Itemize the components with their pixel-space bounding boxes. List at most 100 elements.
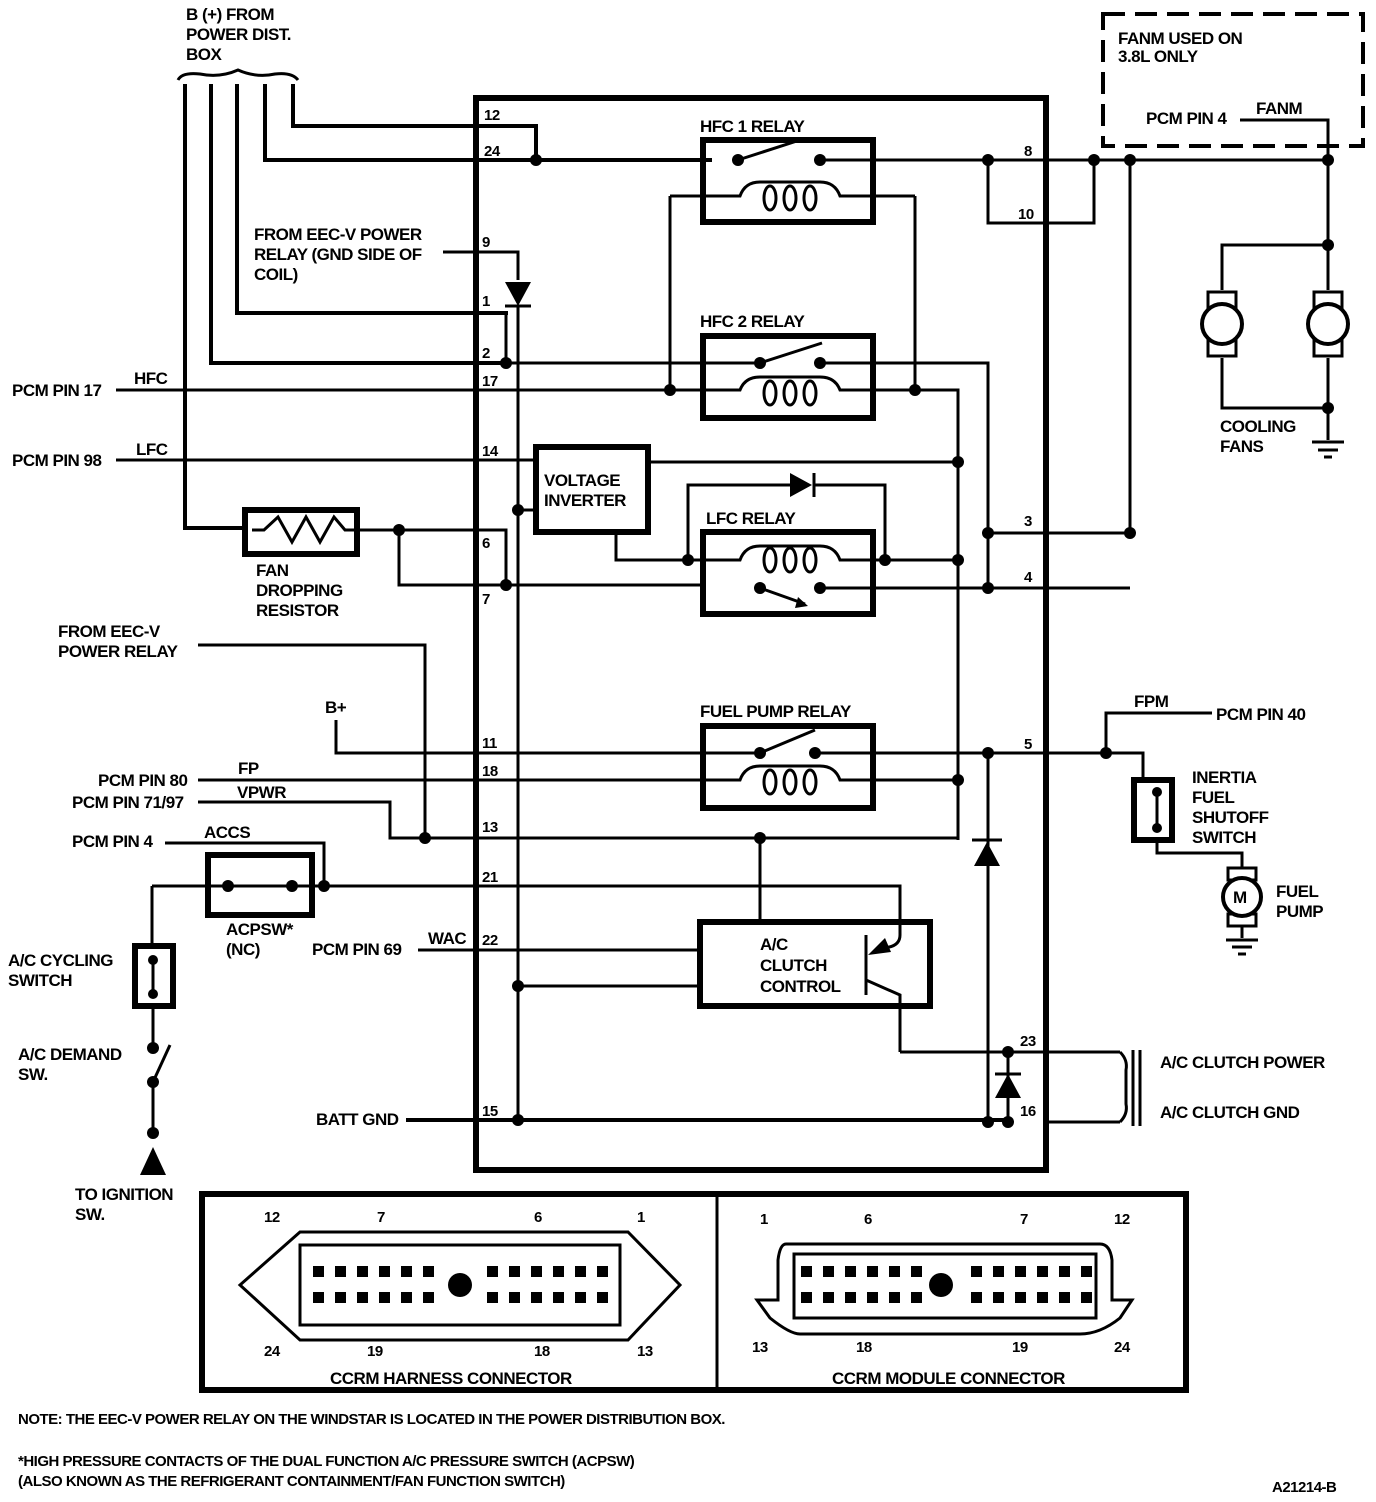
- svg-text:13: 13: [482, 819, 498, 836]
- connector-pin: [487, 1266, 498, 1277]
- harness-pin-label: 24: [264, 1343, 281, 1360]
- harness-pin-label: 19: [367, 1343, 383, 1360]
- ac-demand-switch: [151, 1044, 172, 1083]
- connector-pin: [335, 1292, 346, 1303]
- connector-pin: [801, 1292, 812, 1303]
- connector-pin: [357, 1266, 368, 1277]
- fuel-pump-motor-icon: M: [1221, 866, 1263, 928]
- module-pin-label: 19: [1012, 1339, 1028, 1356]
- module-pin-label: 6: [864, 1211, 872, 1228]
- fan-dropping-resistor-label: FAN: [256, 561, 289, 580]
- batt-gnd-label: BATT GND: [316, 1110, 399, 1129]
- coil-icon: [670, 180, 915, 212]
- connector-pin: [553, 1292, 564, 1303]
- lfc-signal-label: LFC: [136, 440, 168, 459]
- pin-numbers: 12 24 9 1 2 17 14 6 7 11 18 13 21 22 15 …: [482, 107, 1036, 1120]
- from-eec-gnd-label: COIL): [254, 265, 298, 284]
- svg-text:3: 3: [1024, 513, 1032, 530]
- connector-pin: [889, 1292, 900, 1303]
- fuel-pump-label: FUEL: [1276, 882, 1319, 901]
- inertia-switch-label: FUEL: [1192, 788, 1235, 807]
- coil-icon: [116, 375, 960, 840]
- lfc-relay-label: LFC RELAY: [706, 509, 796, 528]
- fanm-signal: FANM: [1256, 99, 1303, 118]
- to-ignition-sw-label: SW.: [75, 1205, 105, 1224]
- cooling-fan-motor-icon: [1200, 290, 1244, 358]
- connector-pin: [1081, 1292, 1092, 1303]
- fp-signal-label: FP: [238, 759, 259, 778]
- from-eec-gnd-label: FROM EEC-V POWER: [254, 225, 422, 244]
- fanm-note: 3.8L ONLY: [1118, 47, 1199, 66]
- svg-text:1: 1: [482, 293, 490, 310]
- from-eec-gnd-label: RELAY (GND SIDE OF: [254, 245, 422, 264]
- ccrm-module-connector: 1 6 7 12 13 18 19 24 CCRM MODULE CONNECT…: [752, 1211, 1135, 1388]
- connector-pin: [379, 1292, 390, 1303]
- module-pin-label: 12: [1114, 1211, 1130, 1228]
- svg-text:9: 9: [482, 234, 490, 251]
- hfc2-relay-label: HFC 2 RELAY: [700, 312, 806, 331]
- connector-pin: [509, 1292, 520, 1303]
- wire-feed-c: [235, 84, 508, 315]
- connector-pin: [971, 1266, 982, 1277]
- from-eec-power-relay-label: POWER RELAY: [58, 642, 179, 661]
- ac-demand-sw-label: A/C DEMAND: [18, 1045, 122, 1064]
- connector-pin: [867, 1266, 878, 1277]
- module-pin-label: 24: [1114, 1339, 1131, 1356]
- connector-pin: [1081, 1266, 1092, 1277]
- pcm-pin-69-label: PCM PIN 69: [312, 940, 402, 959]
- harness-pin-label: 6: [534, 1209, 542, 1226]
- fuel-pump-relay-label: FUEL PUMP RELAY: [700, 702, 852, 721]
- connector-pin: [531, 1266, 542, 1277]
- switch-contact-icon: [759, 728, 816, 755]
- wire-feed-a: [183, 84, 247, 530]
- connector-panel: [199, 1191, 1189, 1393]
- fuel-pump-label: PUMP: [1276, 902, 1323, 921]
- fanm-note: FANM USED ON: [1118, 29, 1243, 48]
- svg-text:10: 10: [1018, 206, 1034, 223]
- connector-pin: [911, 1266, 922, 1277]
- cooling-fans-label: COOLING: [1220, 417, 1296, 436]
- hfc-signal-label: HFC: [134, 369, 168, 388]
- wire-feed-e: [291, 84, 538, 162]
- svg-text:B (+) FROM: B (+) FROM: [186, 5, 274, 24]
- voltage-inverter-label: VOLTAGE: [544, 471, 620, 490]
- connector-pin: [531, 1292, 542, 1303]
- fan-dropping-resistor-label: DROPPING: [256, 581, 343, 600]
- connector-pin: [1037, 1292, 1048, 1303]
- module-pin-label: 13: [752, 1339, 768, 1356]
- transistor-icon: [864, 934, 902, 1052]
- b-plus-label: B+: [325, 698, 347, 717]
- pcm-pin-98-label: PCM PIN 98: [12, 451, 102, 470]
- svg-text:11: 11: [482, 735, 497, 752]
- connector-pin: [1059, 1292, 1070, 1303]
- wire-feed-d: [263, 84, 712, 162]
- inertia-switch-label: SHUTOFF: [1192, 808, 1269, 827]
- pcm-pin-80-label: PCM PIN 80: [98, 771, 188, 790]
- connector-pin: [401, 1292, 412, 1303]
- svg-text:BOX: BOX: [186, 45, 223, 64]
- module-pin-label: 18: [856, 1339, 872, 1356]
- svg-text:2: 2: [482, 345, 490, 362]
- switch-contact-icon: [759, 341, 823, 365]
- ground-icon: [1312, 440, 1344, 459]
- connector-pin: [823, 1266, 834, 1277]
- pcm-pin-71-97-label: PCM PIN 71/97: [72, 793, 184, 812]
- connector-pin: [575, 1266, 586, 1277]
- connector-pin: [423, 1292, 434, 1303]
- ignition-terminal-icon: [140, 1147, 166, 1175]
- harness-pin-label: 12: [264, 1209, 280, 1226]
- svg-text:24: 24: [484, 143, 501, 160]
- to-ignition-sw-label: TO IGNITION: [75, 1185, 173, 1204]
- cooling-fans-label: FANS: [1220, 437, 1264, 456]
- connector-pin: [313, 1266, 324, 1277]
- connector-pin: [993, 1266, 1004, 1277]
- diode-icon: [995, 1074, 1021, 1098]
- svg-text:POWER DIST.: POWER DIST.: [186, 25, 291, 44]
- ac-clutch-gnd-label: A/C CLUTCH GND: [1160, 1103, 1300, 1122]
- hfc1-relay-label: HFC 1 RELAY: [700, 117, 806, 136]
- harness-pin-label: 7: [377, 1209, 385, 1226]
- fanm-pcm-pin: PCM PIN 4: [1146, 109, 1228, 128]
- acpsw-label: ACPSW*: [226, 920, 294, 939]
- fan-dropping-resistor-label: RESISTOR: [256, 601, 339, 620]
